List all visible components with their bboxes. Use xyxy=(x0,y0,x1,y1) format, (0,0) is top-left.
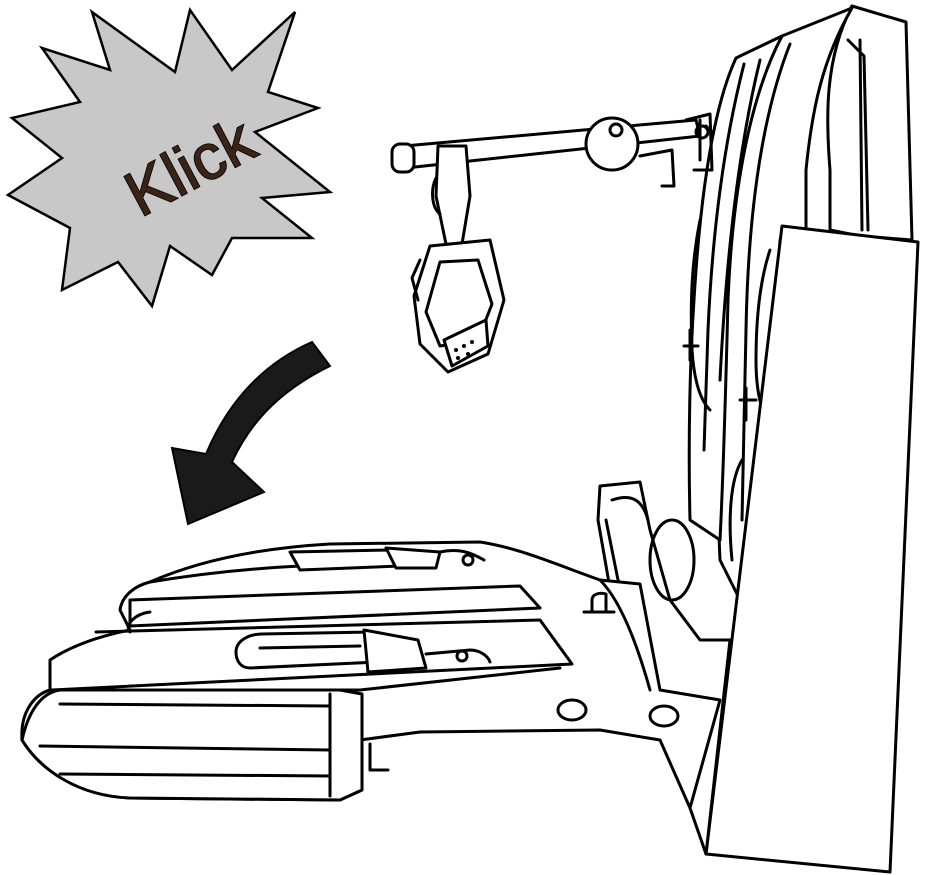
starburst-shape xyxy=(5,7,334,309)
buckle-clip xyxy=(410,144,506,374)
seat-base xyxy=(20,540,722,810)
klick-callout: Klick xyxy=(5,7,334,309)
front-panel xyxy=(704,224,920,874)
arrow-down-left-icon xyxy=(170,340,332,526)
seat-backrest xyxy=(596,4,920,874)
carry-handle-bar xyxy=(390,112,714,188)
